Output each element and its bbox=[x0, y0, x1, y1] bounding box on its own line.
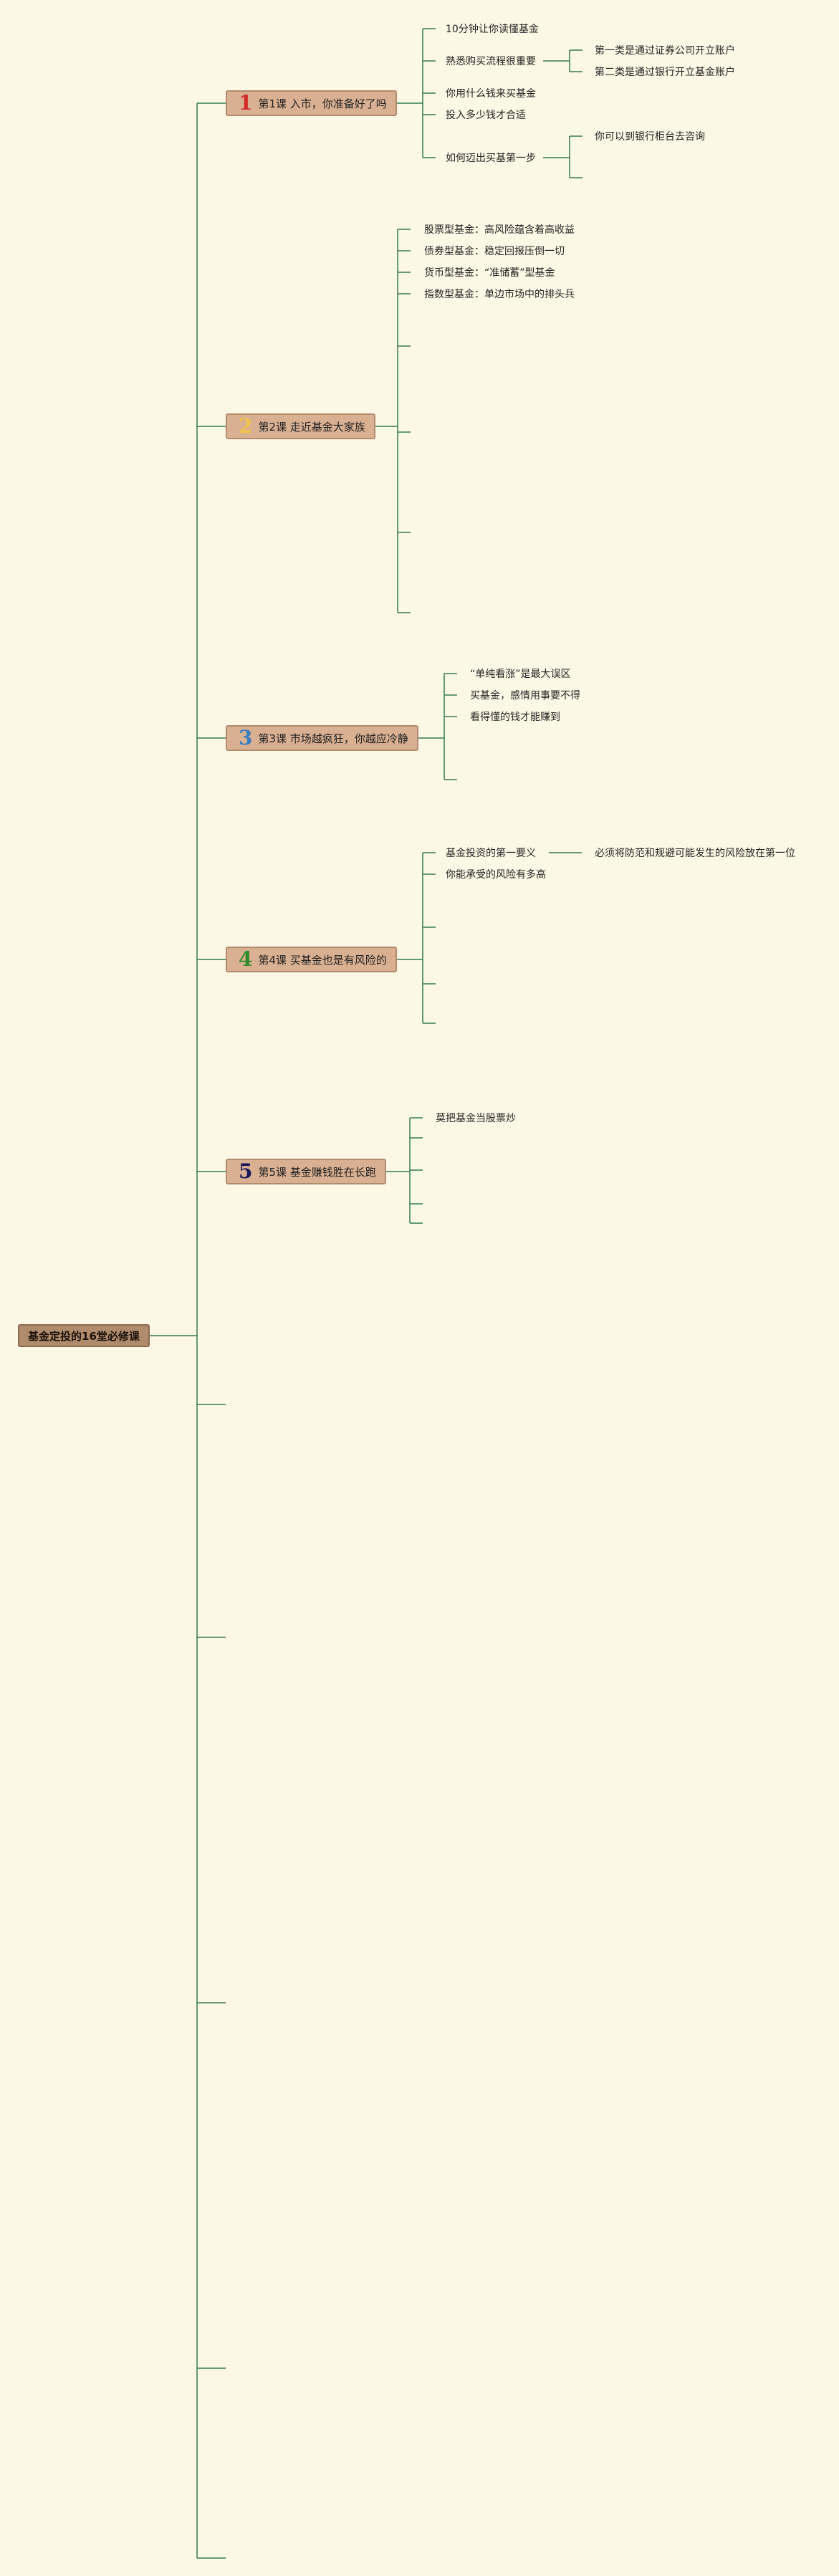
subtopic-item[interactable]: 必须将防范和规避可能发生的风险放在第一位 bbox=[595, 848, 795, 859]
lesson-1-node[interactable]: 1 第1课 入市，你准备好了吗 bbox=[226, 90, 397, 116]
lesson-2-node[interactable]: 2 第2课 走近基金大家族 bbox=[226, 413, 375, 439]
lesson-label: 第4课 买基金也是有风险的 bbox=[258, 953, 387, 967]
topic-item[interactable]: 熟悉购买流程很重要 bbox=[446, 56, 536, 67]
topic-item[interactable]: 投入多少钱才合适 bbox=[446, 110, 526, 121]
lesson-number: 3 bbox=[239, 726, 253, 750]
topic-item[interactable]: 买基金，感情用事要不得 bbox=[470, 690, 580, 702]
lesson-number: 2 bbox=[239, 414, 253, 438]
topic-item[interactable]: 莫把基金当股票炒 bbox=[436, 1113, 516, 1124]
topic-item[interactable]: 股票型基金：高风险蕴含着高收益 bbox=[424, 224, 575, 236]
topic-item[interactable]: 你能承受的风险有多高 bbox=[446, 869, 546, 881]
topic-item[interactable]: 货币型基金：“准储蓄”型基金 bbox=[424, 267, 555, 279]
lesson-3-node[interactable]: 3 第3课 市场越疯狂，你越应冷静 bbox=[226, 725, 418, 751]
topic-item[interactable]: 指数型基金：单边市场中的排头兵 bbox=[424, 289, 575, 300]
lesson-number: 4 bbox=[239, 947, 253, 971]
lesson-number: 1 bbox=[239, 91, 253, 115]
lesson-label: 第1课 入市，你准备好了吗 bbox=[258, 97, 387, 110]
lesson-label: 第3课 市场越疯狂，你越应冷静 bbox=[258, 732, 408, 745]
topic-item[interactable]: 债券型基金：稳定回报压倒一切 bbox=[424, 246, 565, 257]
lesson-4-node[interactable]: 4 第4课 买基金也是有风险的 bbox=[226, 947, 397, 972]
topic-item[interactable]: 如何迈出买基第一步 bbox=[446, 153, 536, 164]
root-node[interactable]: 基金定投的16堂必修课 bbox=[18, 1324, 150, 1347]
root-label: 基金定投的16堂必修课 bbox=[28, 1329, 140, 1343]
subtopic-item[interactable]: 第一类是通过证券公司开立账户 bbox=[595, 45, 735, 57]
topic-item[interactable]: 你用什么钱来买基金 bbox=[446, 88, 536, 100]
lesson-label: 第2课 走近基金大家族 bbox=[258, 420, 365, 434]
lesson-number: 5 bbox=[239, 1159, 253, 1183]
topic-item[interactable]: 10分钟让你读懂基金 bbox=[446, 24, 539, 35]
topic-item[interactable]: 看得懂的钱才能赚到 bbox=[470, 712, 560, 723]
topic-item[interactable]: “单纯看涨”是最大误区 bbox=[470, 669, 571, 680]
lesson-label: 第5课 基金赚钱胜在长跑 bbox=[258, 1165, 376, 1179]
lesson-5-node[interactable]: 5 第5课 基金赚钱胜在长跑 bbox=[226, 1159, 386, 1184]
subtopic-item[interactable]: 第二类是通过银行开立基金账户 bbox=[595, 67, 735, 78]
subtopic-item[interactable]: 你可以到银行柜台去咨询 bbox=[595, 131, 705, 143]
topic-item[interactable]: 基金投资的第一要义 bbox=[446, 848, 536, 859]
